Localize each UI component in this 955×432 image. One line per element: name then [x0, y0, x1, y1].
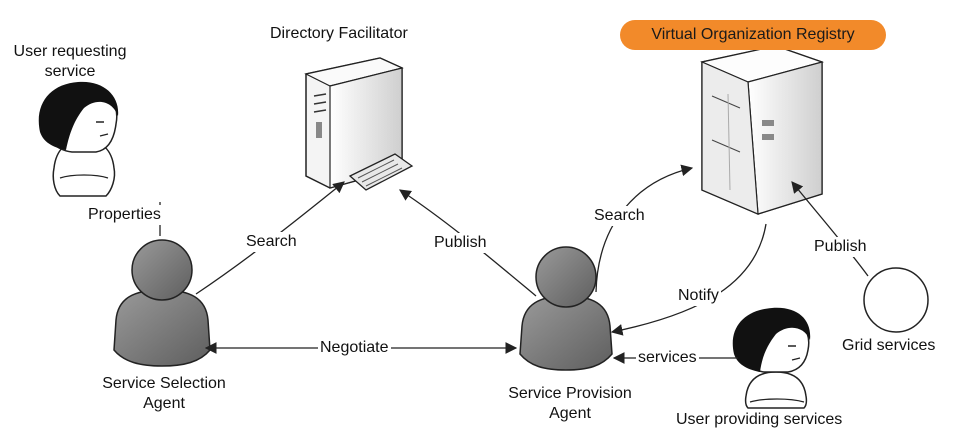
vo-registry-server-icon [700, 45, 825, 215]
search-right-label: Search [592, 206, 647, 226]
service-selection-line-2: Agent [143, 395, 185, 412]
user-requesting-service-label: User requesting service [6, 42, 134, 82]
notify-arrow [610, 223, 767, 336]
user-requesting-service-icon [38, 81, 119, 197]
directory-facilitator-server-icon [304, 57, 414, 191]
service-provision-line-2: Agent [549, 405, 591, 422]
user-requesting-line-2: service [44, 63, 96, 80]
service-selection-agent-label: Service Selection Agent [78, 374, 250, 414]
publish-left-label: Publish [432, 233, 489, 253]
search-right-arrow [595, 164, 694, 293]
services-label: services [636, 348, 699, 368]
publish-right-arrow [791, 181, 869, 277]
negotiate-label: Negotiate [318, 338, 391, 358]
vo-registry-label: Virtual Organization Registry [620, 20, 886, 50]
search-left-label: Search [244, 232, 299, 252]
user-providing-services-icon [732, 307, 811, 409]
grid-services-label: Grid services [842, 337, 936, 354]
service-selection-agent-icon [113, 239, 211, 367]
publish-right-label: Publish [812, 237, 869, 257]
service-selection-line-1: Service Selection [102, 375, 226, 392]
service-provision-line-1: Service Provision [508, 385, 632, 402]
grid-services-node [863, 267, 929, 333]
notify-label: Notify [676, 286, 721, 306]
directory-facilitator-label: Directory Facilitator [270, 25, 408, 42]
user-providing-services-label: User providing services [676, 411, 843, 428]
service-provision-agent-icon [519, 246, 613, 371]
properties-label: Properties [86, 205, 163, 225]
user-requesting-line-1: User requesting [13, 43, 127, 60]
service-provision-agent-label: Service Provision Agent [484, 384, 656, 424]
